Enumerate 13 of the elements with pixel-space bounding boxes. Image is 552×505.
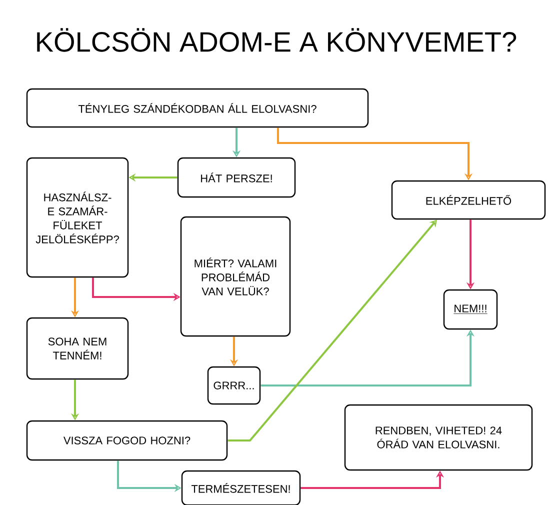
flow-box: SOHA NEM TENNÉM!	[26, 317, 129, 380]
title: KÖLCSÖN ADOM-E A KÖNYVEMET?	[37, 28, 516, 52]
flow-box: HÁT PERSZE!	[177, 157, 296, 198]
flow-box: MIÉRT? VALAMI PROBLÉMÁD VAN VELÜK?	[180, 216, 291, 337]
arrow	[228, 220, 437, 442]
flow-box: NEM!!!	[443, 289, 498, 330]
flow-box: GRRR...	[207, 366, 261, 405]
flow-box: RENDBEN, VIHETED! 24 ÓRÁD VAN ELOLVASNI.	[344, 404, 533, 471]
flow-box: HASZNÁLSZ-E SZAMÁR- FÜLEKET JELÖLÉSKÉPP?	[26, 157, 129, 278]
flow-box: TÉNYLEG SZÁNDÉKODBAN ÁLL ELOLVASNI?	[26, 88, 369, 128]
flow-box: ELKÉPZELHETŐ	[391, 180, 546, 220]
flow-box: TERMÉSZETESEN!	[181, 470, 301, 505]
flow-box: VISSZA FOGOD HOZNI?	[26, 420, 228, 461]
